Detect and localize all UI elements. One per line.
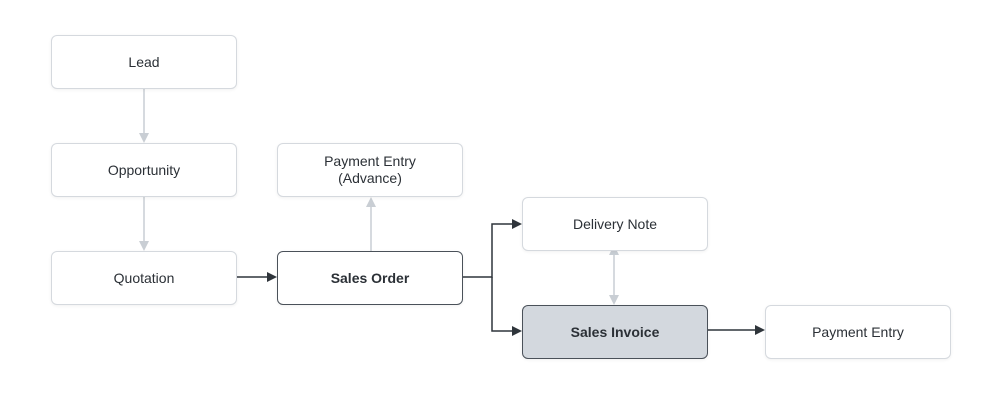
connector-sales-order-delivery-note (463, 219, 522, 278)
node-payment-entry: Payment Entry (765, 305, 951, 359)
node-payment-entry-advance: Payment Entry (Advance) (277, 143, 463, 197)
node-quotation: Quotation (51, 251, 237, 305)
node-lead: Lead (51, 35, 237, 89)
node-delivery-note: Delivery Note (522, 197, 708, 251)
connector-sales-order-sales-invoice (491, 277, 522, 336)
node-opportunity: Opportunity (51, 143, 237, 197)
node-sales-order: Sales Order (277, 251, 463, 305)
node-sales-invoice: Sales Invoice (522, 305, 708, 359)
